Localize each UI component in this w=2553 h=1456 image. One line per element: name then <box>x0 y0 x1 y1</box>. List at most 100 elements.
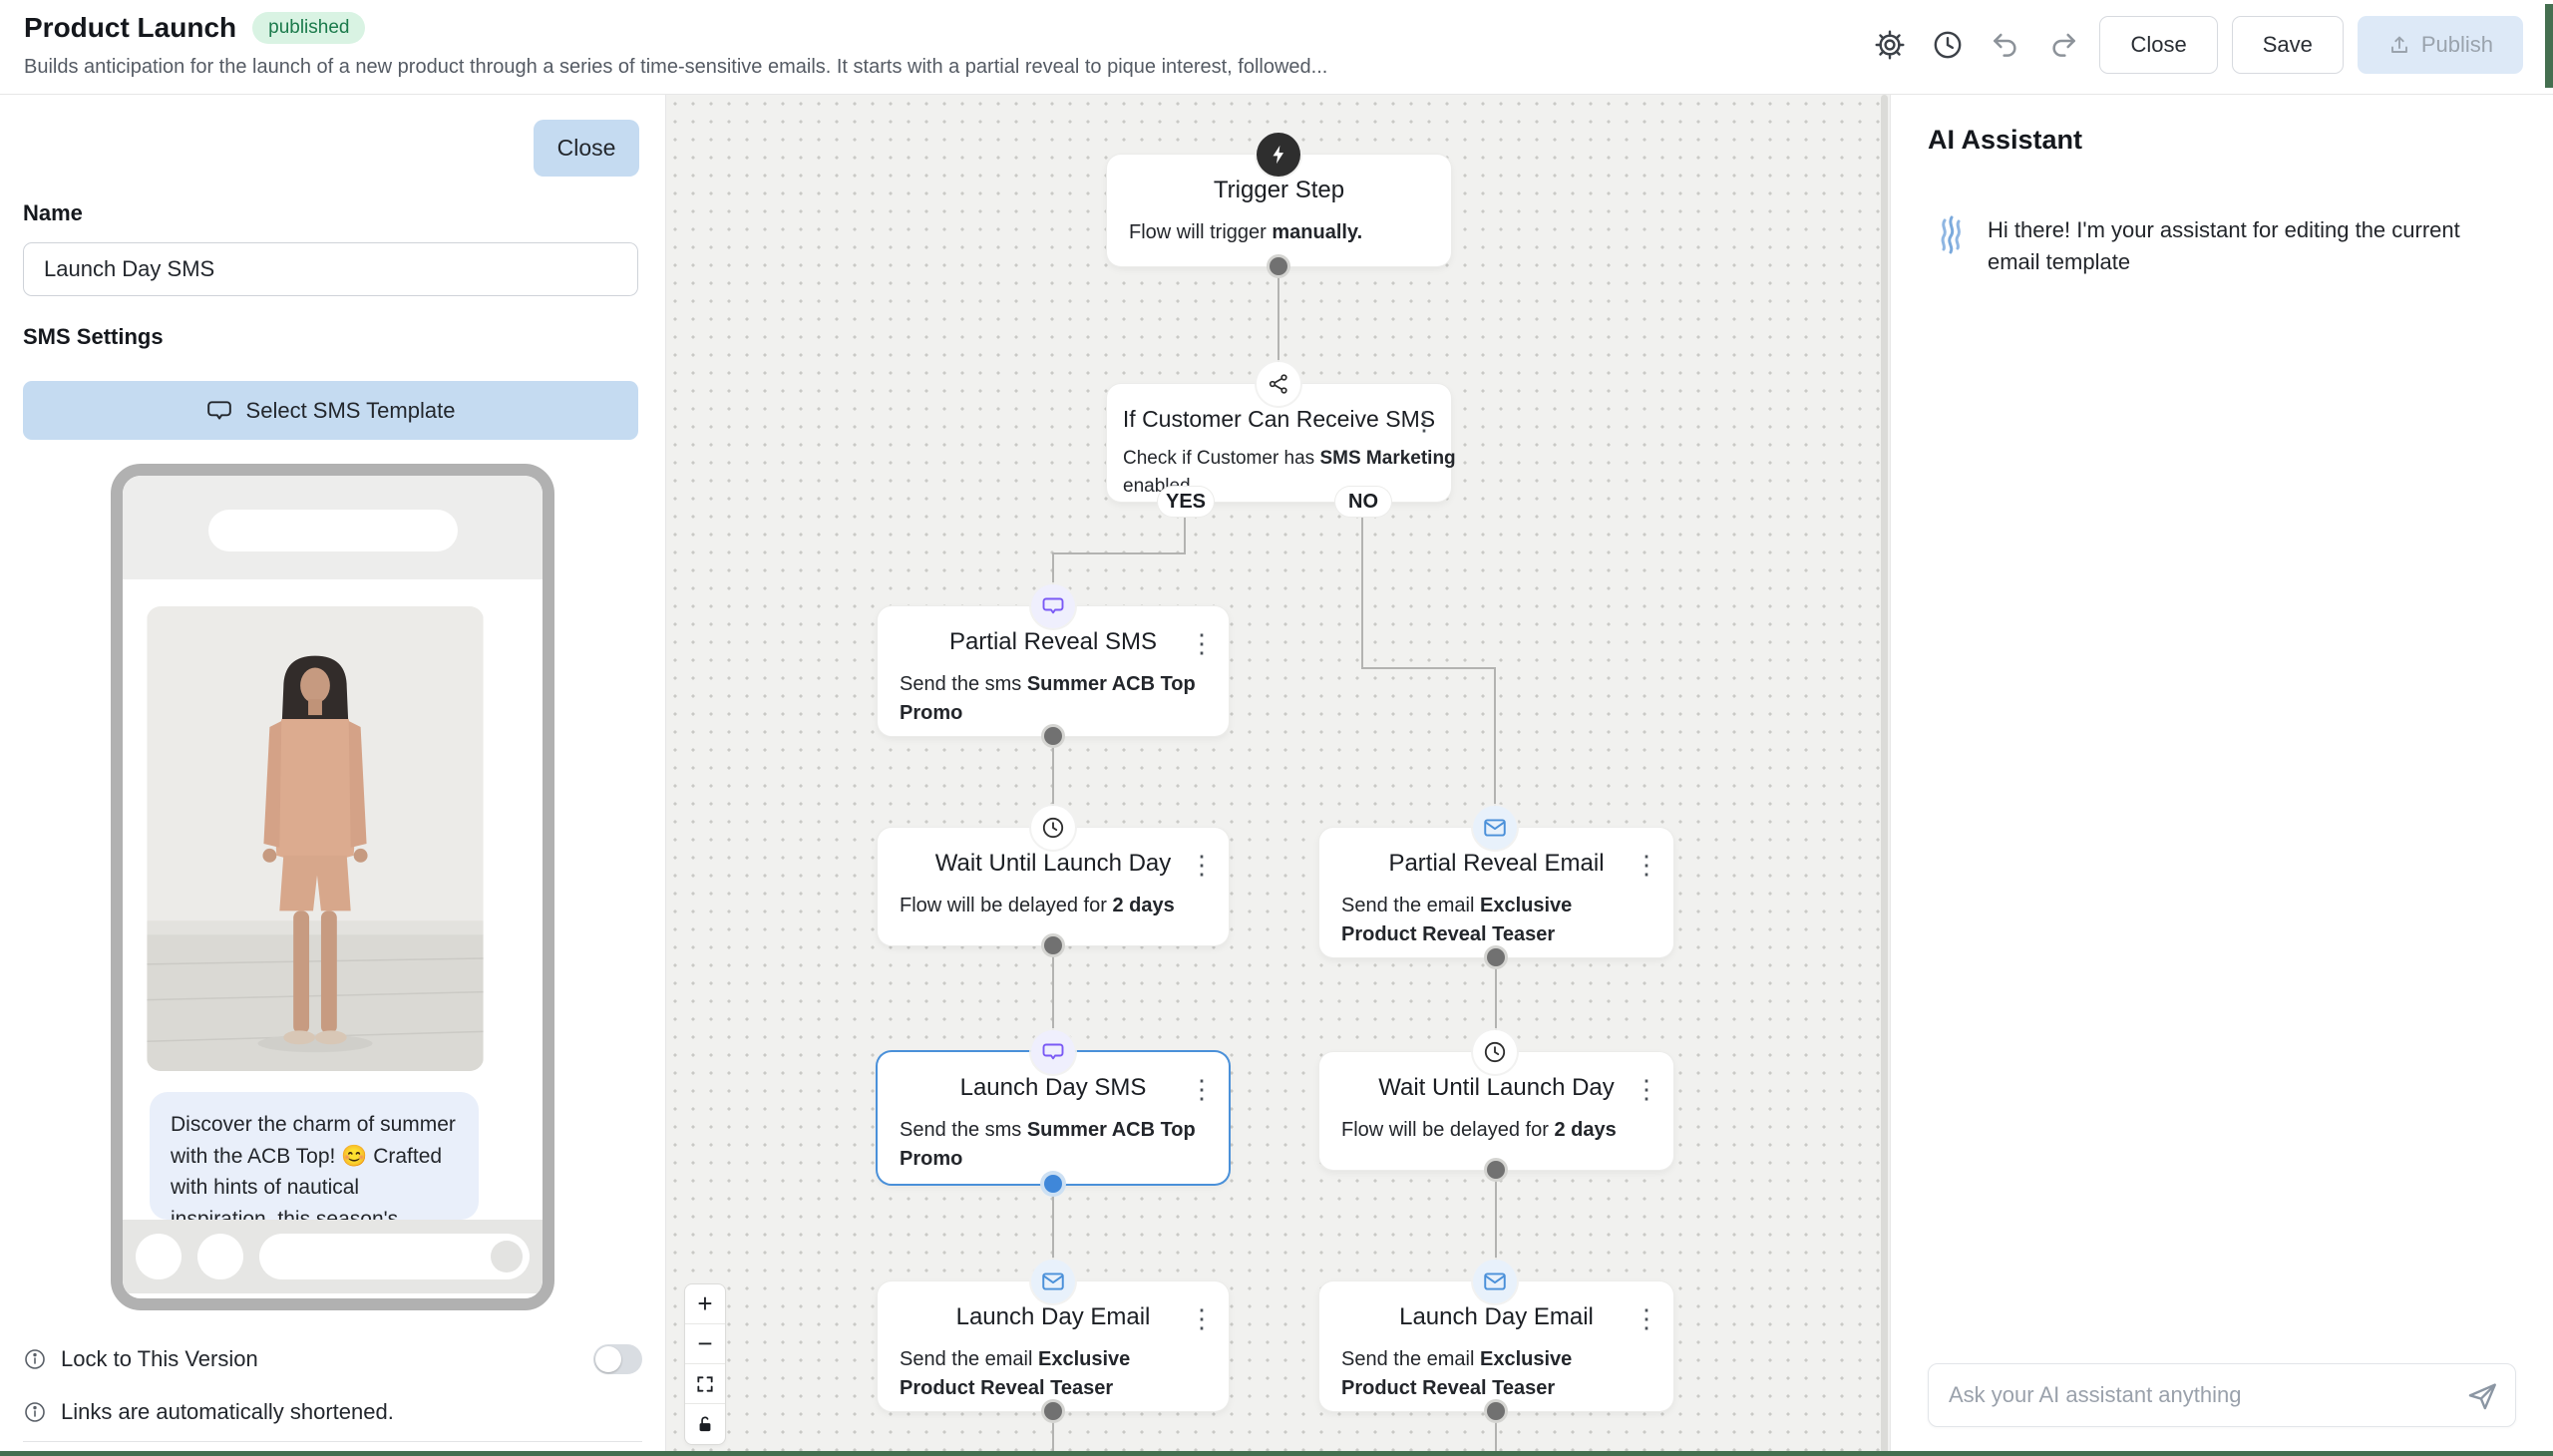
connector-line-no <box>1361 518 1363 669</box>
connector-line <box>1495 1411 1497 1456</box>
history-clock-icon[interactable] <box>1926 23 1970 67</box>
connector-dot[interactable] <box>1044 936 1062 954</box>
flow-canvas[interactable]: Trigger Step Flow will trigger manually.… <box>666 95 1890 1456</box>
canvas-scrollbar[interactable] <box>1881 95 1888 1456</box>
connector-line <box>1052 1184 1054 1262</box>
node-body: Send the sms Summer ACB Top Promo <box>900 1119 1196 1170</box>
send-paper-plane-icon[interactable] <box>2465 1379 2499 1413</box>
redo-icon[interactable] <box>2041 23 2085 67</box>
publish-button[interactable]: Publish <box>2357 16 2523 74</box>
branch-label-yes: YES <box>1158 487 1214 517</box>
kebab-menu-icon[interactable]: ⋮ <box>1189 628 1215 658</box>
flow-node-launch-day-sms[interactable]: Launch Day SMS ⋮ Send the sms Summer ACB… <box>878 1052 1229 1184</box>
phone-notch-pill <box>207 510 458 551</box>
connector-dot-selected[interactable] <box>1044 1175 1062 1193</box>
kebab-menu-icon[interactable]: ⋮ <box>1634 1074 1659 1104</box>
close-button[interactable]: Close <box>2099 16 2218 74</box>
select-sms-template-label: Select SMS Template <box>245 397 456 423</box>
node-body: Send the sms Summer ACB Top Promo <box>900 673 1196 724</box>
phone-statusbar <box>123 476 543 579</box>
node-body: Flow will be delayed for 2 days <box>1341 1119 1617 1141</box>
lock-version-row: Lock to This Version <box>23 1344 642 1374</box>
node-title: Wait Until Launch Day <box>934 850 1172 877</box>
node-title: Partial Reveal SMS <box>948 628 1158 655</box>
connector-dot[interactable] <box>1270 257 1287 275</box>
name-input[interactable] <box>23 242 638 296</box>
kebab-menu-icon[interactable]: ⋮ <box>1411 406 1437 436</box>
panel-close-button[interactable]: Close <box>534 120 639 177</box>
connector-dot[interactable] <box>1487 948 1505 966</box>
ai-input-container <box>1928 1363 2516 1427</box>
clock-icon <box>1031 806 1075 850</box>
connector-dot[interactable] <box>1044 1402 1062 1420</box>
sms-bubble-icon <box>1031 584 1075 628</box>
lock-version-toggle[interactable] <box>593 1344 642 1374</box>
lightning-bolt-icon <box>1257 133 1300 177</box>
phone-footer <box>123 1220 543 1293</box>
links-note-label: Links are automatically shortened. <box>61 1399 394 1424</box>
node-title: Trigger Step <box>1213 177 1345 203</box>
node-title: Launch Day SMS <box>959 1074 1147 1101</box>
kebab-menu-icon[interactable]: ⋮ <box>1189 850 1215 880</box>
zoom-in-button[interactable]: + <box>685 1284 725 1324</box>
connector-dot[interactable] <box>1487 1402 1505 1420</box>
ai-greeting-text: Hi there! I'm your assistant for editing… <box>1988 217 2460 274</box>
ai-assistant-input[interactable] <box>1949 1364 2418 1426</box>
email-envelope-icon <box>1473 806 1517 850</box>
settings-gear-icon[interactable] <box>1868 23 1912 67</box>
save-button[interactable]: Save <box>2231 16 2344 74</box>
kebab-menu-icon[interactable]: ⋮ <box>1634 850 1659 880</box>
connector-line-yes <box>1184 518 1186 554</box>
node-title: Launch Day Email <box>1399 1303 1594 1330</box>
kebab-menu-icon[interactable]: ⋮ <box>1189 1303 1215 1333</box>
email-envelope-icon <box>1473 1260 1517 1303</box>
canvas-zoom-toolbar: + − <box>685 1284 725 1444</box>
phone-screen: Discover the charm of summer with the AC… <box>123 476 543 1298</box>
links-note-row: Links are automatically shortened. <box>23 1399 642 1425</box>
upload-icon <box>2387 33 2411 57</box>
zoom-out-button[interactable]: − <box>685 1324 725 1364</box>
top-header: Product Launch published Builds anticipa… <box>0 0 2553 95</box>
kebab-menu-icon[interactable]: ⋮ <box>1189 1074 1215 1104</box>
email-envelope-icon <box>1031 1260 1075 1303</box>
node-title: Launch Day Email <box>955 1303 1151 1330</box>
phone-mic-circle <box>491 1241 523 1273</box>
connector-line-yes <box>1053 552 1186 554</box>
fit-view-icon[interactable] <box>685 1364 725 1404</box>
lock-icon[interactable] <box>685 1404 725 1444</box>
product-photo <box>147 606 484 1071</box>
connector-line <box>1495 957 1497 1032</box>
sms-editor-panel: Close Name SMS Settings Select SMS Templ… <box>0 95 666 1456</box>
branch-label-no: NO <box>1335 487 1391 517</box>
connector-dot[interactable] <box>1044 727 1062 745</box>
sms-settings-label: SMS Settings <box>23 324 164 349</box>
lock-version-label: Lock to This Version <box>61 1346 258 1371</box>
title-row: Product Launch published <box>24 12 366 44</box>
publish-label: Publish <box>2420 32 2493 57</box>
connector-line-yes <box>1052 552 1054 586</box>
node-title: Partial Reveal Email <box>1388 850 1605 877</box>
phone-footer-button <box>136 1234 182 1279</box>
node-body: Flow will be delayed for 2 days <box>900 895 1175 916</box>
info-icon <box>23 1347 47 1371</box>
screen-share-edge <box>0 1451 2553 1456</box>
flow-node-condition[interactable]: If Customer Can Receive SMS ⋮ Check if C… <box>1107 384 1456 502</box>
connector-dot[interactable] <box>1487 1161 1505 1179</box>
sms-message-bubble: Discover the charm of summer with the AC… <box>150 1092 479 1220</box>
connector-line <box>1052 1411 1054 1456</box>
phone-reply-field <box>259 1234 530 1279</box>
connector-line-no <box>1362 667 1496 669</box>
kebab-menu-icon[interactable]: ⋮ <box>1634 1303 1659 1333</box>
connector-line <box>1052 736 1054 808</box>
header-controls: Close Save Publish <box>1868 16 2523 74</box>
ai-assistant-message: Hi there! I'm your assistant for editing… <box>1936 214 2496 278</box>
toggle-knob <box>595 1346 621 1372</box>
panel-divider <box>23 1441 642 1442</box>
sms-phone-preview: Discover the charm of summer with the AC… <box>111 464 554 1310</box>
select-sms-template-button[interactable]: Select SMS Template <box>23 381 638 440</box>
connector-line <box>1052 945 1054 1032</box>
node-body: Send the email Exclusive Product Reveal … <box>900 1348 1131 1399</box>
undo-icon[interactable] <box>1984 23 2027 67</box>
name-label: Name <box>23 200 83 225</box>
